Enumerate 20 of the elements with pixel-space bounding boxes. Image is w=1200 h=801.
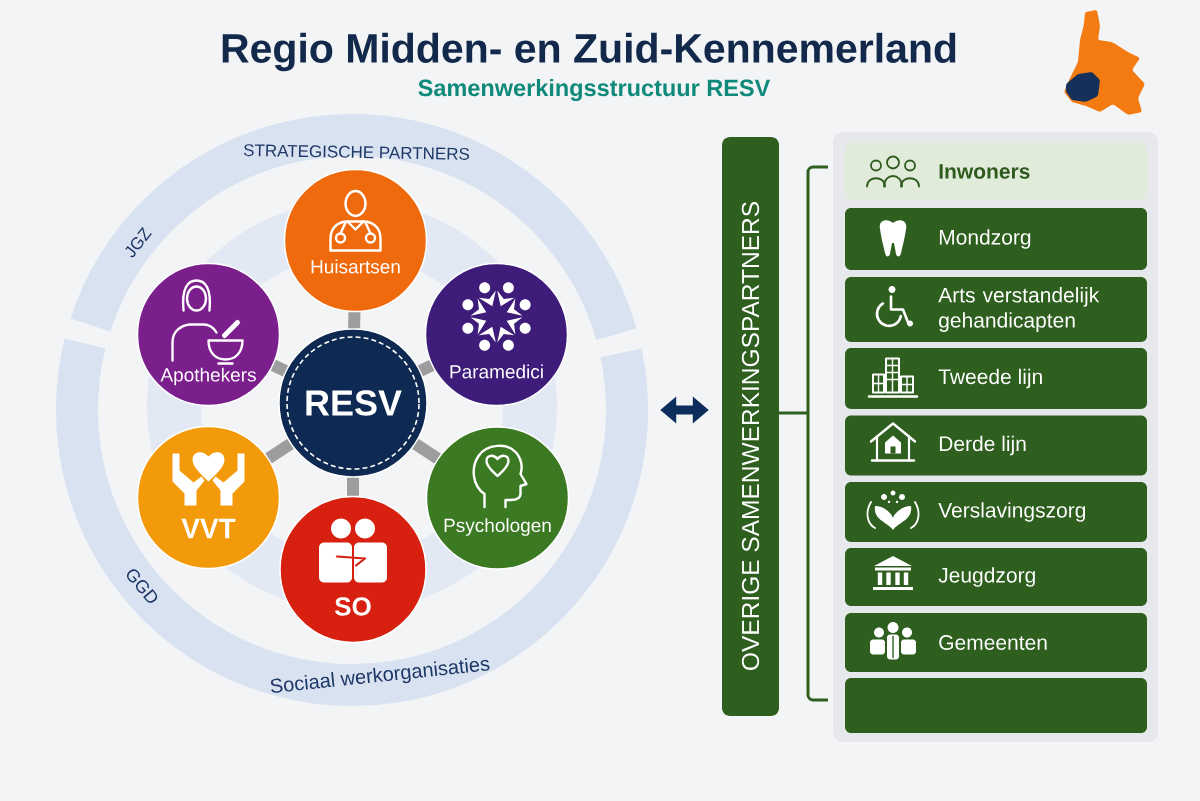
list-item: Arts verstandelijk gehandicapten	[845, 277, 1147, 342]
list-item: Tweede lijn	[845, 348, 1147, 409]
list-item	[845, 678, 1147, 733]
vertical-bar: OVERIGE SAMENWERKINGSPARTNERS	[722, 137, 779, 716]
title: Regio Midden- en Zuid-Kennemerland	[222, 32, 956, 72]
list-item: Verslavingszorg	[845, 482, 1147, 542]
list-item: Gemeenten	[845, 613, 1147, 672]
connector	[348, 312, 361, 329]
list-item: Derde lijn	[845, 415, 1147, 476]
subtitle: Samenwerkingsstructuur RESV	[418, 79, 771, 101]
connector	[417, 360, 435, 377]
connector	[265, 438, 294, 464]
list-item: Mondzorg	[845, 208, 1147, 270]
list-item: Inwoners	[845, 143, 1147, 200]
connector	[412, 439, 441, 464]
ring-label: Sociaal werkorganisaties	[271, 658, 490, 693]
connector	[270, 359, 289, 377]
connector	[347, 477, 359, 496]
list-item: Jeugdzorg	[845, 548, 1147, 606]
ring-label: STRATEGISCHE PARTNERS	[243, 144, 469, 160]
